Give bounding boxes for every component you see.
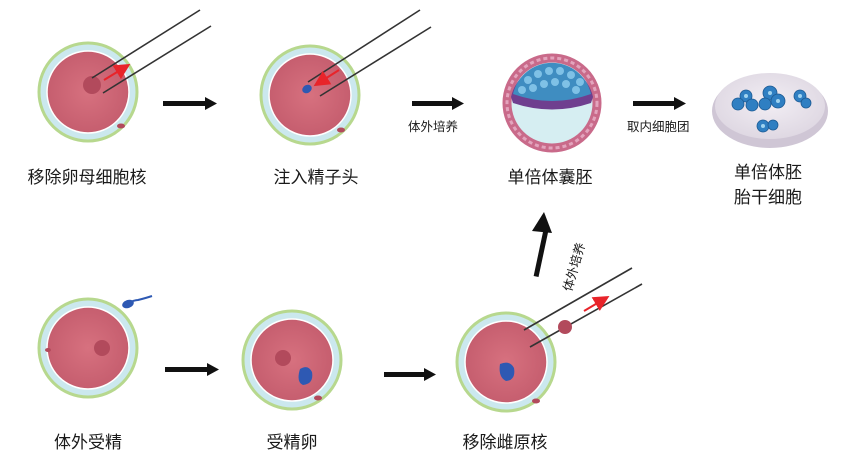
label-haploid-embryonic-stem-cells: 单倍体胚 胎干细胞 [734,161,802,211]
process-arrow-1 [163,97,217,110]
egg-zygote [241,309,343,411]
process-arrow-4 [165,363,219,376]
egg-remove-oocyte-nucleus [37,9,212,143]
process-arrow-5 [384,368,436,381]
micropipette [523,267,633,331]
label-zygote: 受精卵 [266,433,318,453]
red-direction-arrow [313,69,340,87]
label-haploid-blastocyst: 单倍体囊胚 [507,168,593,188]
process-arrow-3 [633,97,686,110]
label-inject-sperm-head: 注入精子头 [273,168,359,188]
process-arrow-2 [412,97,464,110]
label-in-vitro-fertilization: 体外受精 [54,433,122,453]
haploid-blastocyst [502,53,602,153]
red-direction-arrow [583,295,610,312]
label-line-1: 单倍体胚 [734,163,802,183]
process-arrow-up [532,212,552,278]
culture-dish-stem-cells [712,73,828,148]
label-take-inner-cell-mass: 取内细胞团 [627,119,690,134]
label-remove-oocyte-nucleus: 移除卵母细胞核 [27,168,147,188]
label-in-vitro-culture-top: 体外培养 [408,119,459,134]
egg-remove-female-pronucleus [455,267,643,413]
red-direction-arrow [103,63,131,81]
micropipette [307,9,421,83]
label-remove-female-pronucleus: 移除雌原核 [462,433,548,453]
egg-in-vitro-fertilization [37,295,153,399]
label-line-2: 胎干细胞 [734,188,802,208]
egg-inject-sperm-head [259,9,432,146]
micropipette [91,9,201,79]
